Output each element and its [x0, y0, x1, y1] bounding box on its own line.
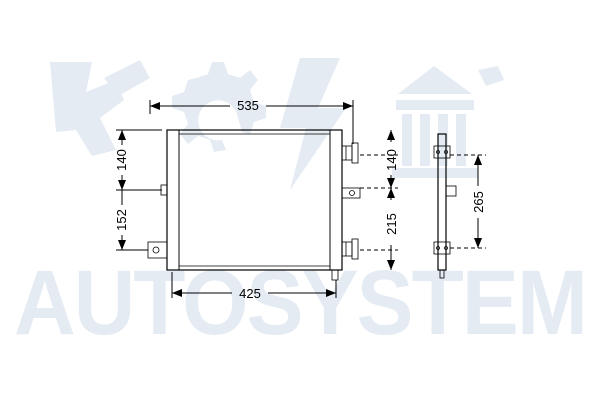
upper-pipe-fitting — [341, 142, 359, 164]
right-header-tank — [329, 129, 343, 271]
bottom-drain-stub — [331, 269, 339, 281]
dim-bottom-width-label: 425 — [239, 286, 261, 301]
dim-side-height: 265 — [450, 154, 486, 249]
middle-bracket — [341, 187, 361, 199]
watermark-building — [392, 66, 504, 178]
lower-pipe-fitting — [341, 238, 359, 260]
condenser-front-view — [147, 129, 361, 281]
dim-right-upper-label: 140 — [384, 149, 399, 171]
side-upper-fitting — [433, 145, 451, 159]
watermark: AUTOSYSTEM — [14, 58, 588, 354]
watermark-text: AUTOSYSTEM — [14, 252, 586, 354]
dim-left-upper-label: 140 — [114, 149, 129, 171]
side-bracket — [445, 185, 457, 197]
dim-top-width-label: 535 — [237, 98, 259, 113]
dim-left-upper: 140 — [114, 129, 162, 191]
side-bottom-stub — [439, 269, 445, 279]
dim-right-upper: 140 — [360, 130, 399, 189]
dim-right-lower-label: 215 — [384, 213, 399, 235]
left-bracket — [147, 184, 168, 259]
dim-right-lower: 215 — [360, 188, 399, 270]
dim-left-lower-label: 152 — [114, 209, 129, 231]
dim-top-width: 535 — [149, 98, 354, 144]
left-header-tank — [166, 129, 180, 271]
dimension-lines: 535 425 140 152 — [114, 98, 486, 301]
watermark-emblem-left — [50, 60, 150, 156]
dim-left-lower: 152 — [114, 190, 148, 251]
watermark-lightning — [280, 58, 346, 190]
dim-side-height-label: 265 — [471, 191, 486, 213]
dim-bottom-width: 425 — [171, 272, 337, 301]
